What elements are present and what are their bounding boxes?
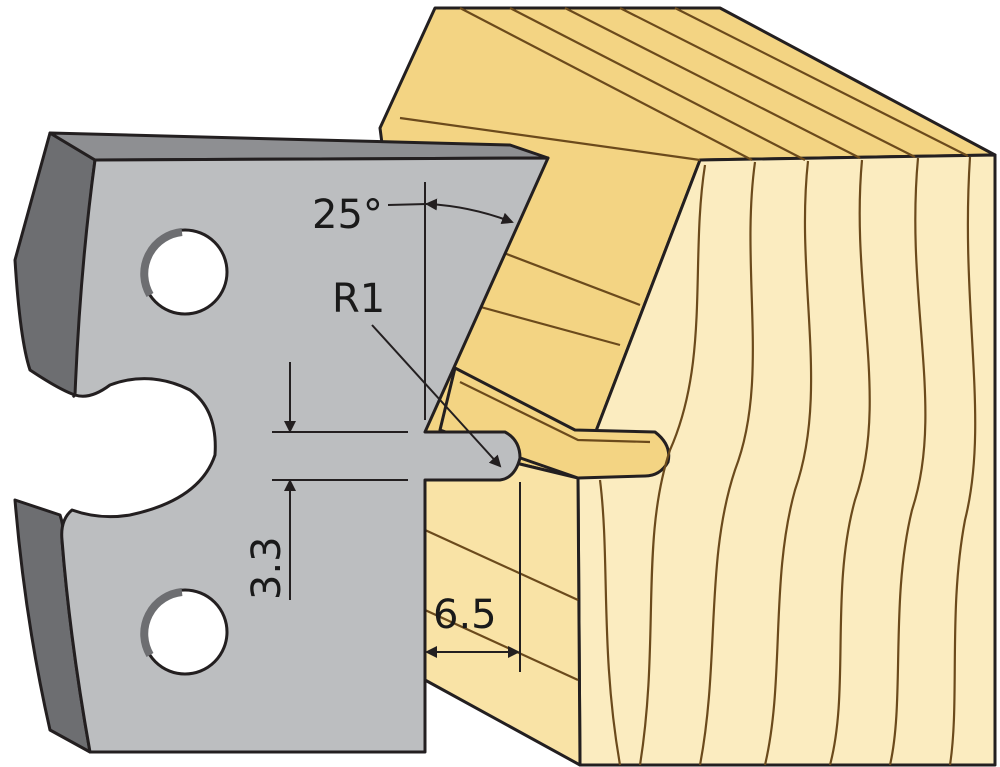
radius-label: R1 xyxy=(332,276,385,322)
wood-block xyxy=(378,6,997,767)
knife-hole-top xyxy=(140,228,229,316)
depth-label: 6.5 xyxy=(433,592,497,638)
angle-label: 25° xyxy=(312,192,383,238)
wood-side-grain xyxy=(424,528,579,682)
wood-end-face xyxy=(576,153,997,767)
knife-hole-bottom xyxy=(140,588,229,676)
angle-arc xyxy=(425,198,514,225)
wood-groove xyxy=(438,366,671,480)
profile-knife xyxy=(13,131,550,754)
height-label: 3.3 xyxy=(244,536,290,600)
dimensions: 25° R1 3.3 6.5 xyxy=(244,182,521,672)
wood-end-grain xyxy=(598,156,977,766)
radius-leader xyxy=(371,324,502,468)
